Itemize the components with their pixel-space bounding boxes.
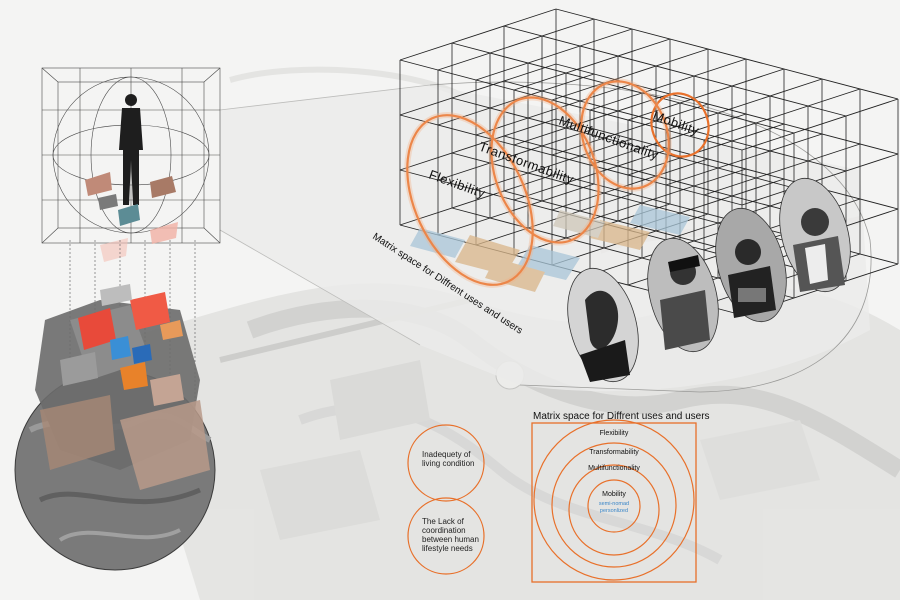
grid-line (741, 153, 899, 206)
grid-line (475, 28, 633, 81)
grid-line (475, 138, 633, 191)
grid-line (589, 168, 747, 221)
need-label-living-condition: Inadequety of living condition (422, 450, 475, 468)
matrix-floor-tints (410, 205, 690, 292)
grid-line (555, 63, 899, 155)
mobility-ring (650, 92, 710, 158)
portrait-photo-icon (647, 237, 719, 353)
grid-line (665, 78, 823, 131)
grid-line (627, 123, 785, 176)
grid-line (551, 48, 709, 101)
floating-fragments (85, 172, 178, 262)
portrait-photos (567, 177, 851, 383)
grid-line (703, 88, 861, 141)
grid-line (513, 93, 671, 146)
grid-line (551, 103, 709, 156)
grid-line (399, 59, 743, 151)
grid-line (399, 118, 557, 171)
grid-line (399, 114, 743, 206)
grid-line (451, 97, 795, 189)
grid-line (665, 133, 823, 186)
site-plan-fragments (35, 284, 210, 490)
grid-line (555, 8, 899, 100)
portrait-photo-icon (715, 207, 787, 323)
grid-line (437, 18, 595, 71)
grid-line (451, 42, 795, 134)
needs-circles (407, 424, 485, 575)
grid-line (513, 148, 671, 201)
flexibility-ring (406, 114, 534, 286)
grid-line (555, 118, 899, 210)
grid-line (437, 183, 595, 236)
grid-line (741, 98, 899, 151)
transformability-ring (490, 96, 600, 244)
grid-line (703, 143, 861, 196)
axo-rings (406, 80, 710, 286)
grid-line (475, 193, 633, 246)
portrait-photo-icon (567, 267, 639, 383)
ring-label-flexibility: Flexibility (599, 430, 629, 437)
grid-line (503, 190, 847, 282)
sub-label-personlized: personlized (599, 508, 629, 514)
grid-line (503, 80, 847, 172)
grid-line (437, 73, 595, 126)
grid-line (399, 63, 557, 116)
ring-label-mobility: Mobility (602, 491, 626, 498)
grid-line (513, 38, 671, 91)
portrait-photo-icon (779, 177, 851, 293)
standing-man-figure-icon (119, 94, 143, 205)
grid-line (589, 58, 747, 111)
need-circle-living-condition (407, 424, 485, 502)
matrix-box (531, 419, 697, 583)
need-circle-coordination (407, 497, 485, 575)
need-label-coordination: The Lack of coordination between human l… (422, 517, 479, 553)
grid-line (551, 158, 709, 211)
grid-line (399, 8, 557, 61)
grid-line (437, 128, 595, 181)
multifunctionality-ring (580, 80, 670, 190)
grid-line (399, 173, 557, 226)
grid-line (475, 83, 633, 136)
sub-label-semi-nomad: semi-nomad (598, 501, 630, 507)
matrix-title: Matrix space for Diffrent uses and users (533, 411, 710, 422)
ring-label-multifunctionality: Multifunctionality (588, 465, 640, 472)
ring-label-transformability: Transformability (589, 449, 639, 456)
axo-ring-glow (404, 78, 672, 288)
grid-line (503, 25, 847, 117)
